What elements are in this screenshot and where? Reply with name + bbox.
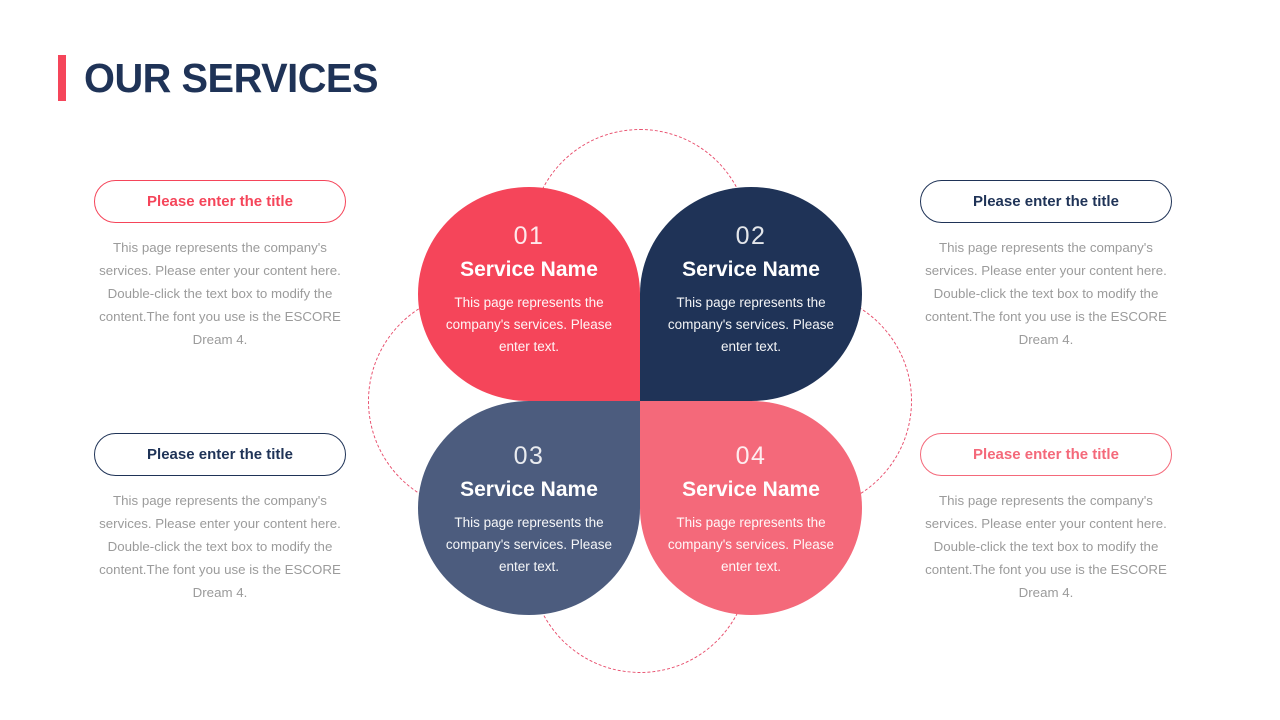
side-block-top-right: Please enter the title This page represe… [920, 180, 1172, 351]
side-block-bottom-left: Please enter the title This page represe… [94, 433, 346, 604]
petal-03-number: 03 [513, 441, 545, 470]
petal-04-description: This page represents the company's servi… [667, 514, 835, 575]
side-description-top-left: This page represents the company's servi… [99, 240, 341, 347]
title-pill-bottom-right[interactable]: Please enter the title [920, 433, 1172, 476]
page-title: OUR SERVICES [58, 52, 387, 104]
petal-02-description: This page represents the company's servi… [667, 294, 835, 355]
petal-01-title: Service Name [460, 257, 598, 281]
title-pill-top-left[interactable]: Please enter the title [94, 180, 346, 223]
title-pill-top-right[interactable]: Please enter the title [920, 180, 1172, 223]
page-title-text: OUR SERVICES [84, 55, 379, 101]
petal-02[interactable]: 02 Service Name This page represents the… [640, 187, 862, 401]
side-block-bottom-right: Please enter the title This page represe… [920, 433, 1172, 604]
side-description-top-right: This page represents the company's servi… [925, 240, 1167, 347]
side-description-bottom-right: This page represents the company's servi… [925, 493, 1167, 600]
side-description-bottom-left: This page represents the company's servi… [99, 493, 341, 600]
title-pill-bottom-left[interactable]: Please enter the title [94, 433, 346, 476]
petal-02-title: Service Name [682, 257, 820, 281]
petal-01-number: 01 [513, 221, 545, 250]
petal-01-description: This page represents the company's servi… [445, 294, 613, 355]
title-accent-bar [58, 55, 66, 101]
petal-01[interactable]: 01 Service Name This page represents the… [418, 187, 640, 401]
petal-03-description: This page represents the company's servi… [445, 514, 613, 575]
petal-04[interactable]: 04 Service Name This page represents the… [640, 401, 862, 615]
petal-03[interactable]: 03 Service Name This page represents the… [418, 401, 640, 615]
petal-04-title: Service Name [682, 477, 820, 501]
side-block-top-left: Please enter the title This page represe… [94, 180, 346, 351]
petal-03-title: Service Name [460, 477, 598, 501]
petal-02-number: 02 [735, 221, 767, 250]
petal-04-number: 04 [735, 441, 767, 470]
